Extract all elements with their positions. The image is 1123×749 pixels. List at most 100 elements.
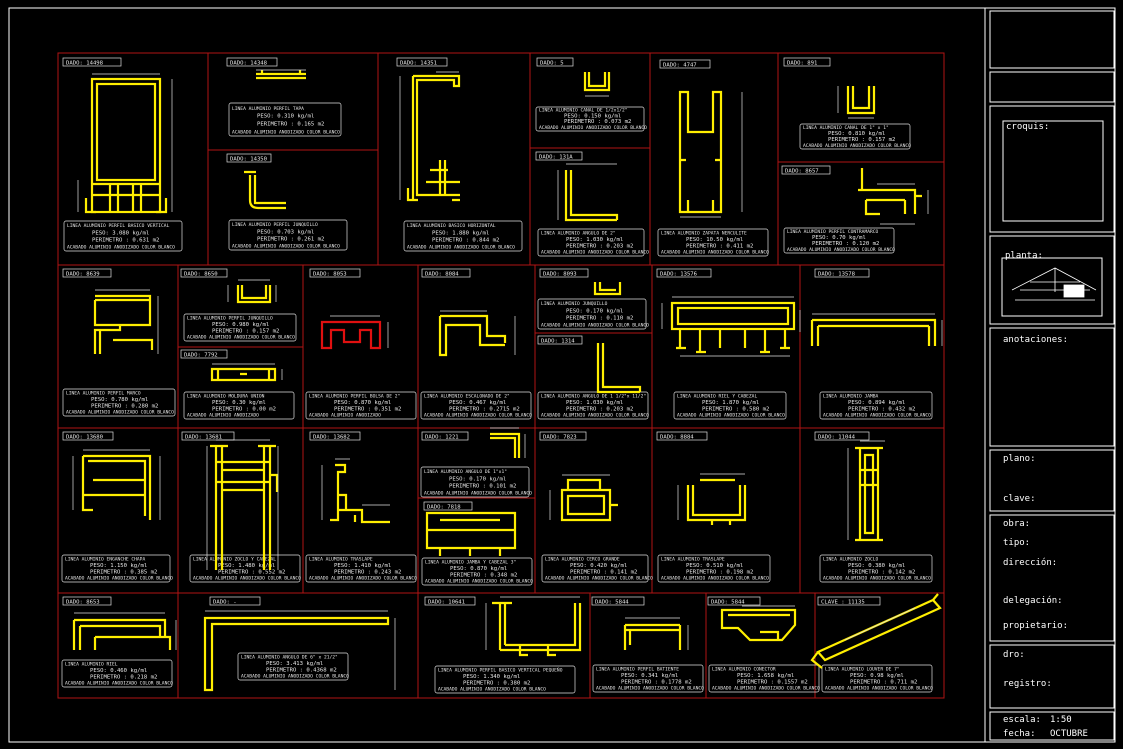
title-cell-croquis [989,105,1115,233]
code-tag: DADO: 8657 [785,169,819,175]
code-tag: DADO: 10641 [428,600,465,606]
profile-4747-zapata [678,90,723,214]
info-line-2: PESO: 0.703 kg/ml [257,229,314,235]
detail-cell-27: DADO: -LINEA ALUMINIO ANGULO DE 6" x 21/… [209,596,349,681]
info-line-3: PERIMETRO : 0.261 m2 [257,236,324,242]
info-line-2: PESO: 1.880 kg/ml [432,230,489,236]
info-line-1: LINEA ALUMINIO ANGULO DE 6" x 21/2" [241,654,338,660]
profile-7823-cerco [560,478,618,522]
info-line-4: ACABADO ALUMINIO ANODIZADO COLOR BLANCO [407,245,515,251]
info-line-3: PERIMETRO : 0.101 m2 [449,483,516,489]
info-box-frame [63,220,183,252]
label-clave: clave: [1003,494,1036,504]
code-tag: DADO: 14498 [66,61,104,67]
info-box-frame [673,391,787,420]
profile-8084-escalonado [438,314,507,357]
info-line-1: LINEA ALUMINIO PERFIL MARCO [66,390,141,396]
title-cell-header [989,71,1115,103]
info-box-frame [541,554,649,583]
info-line-4: ACABADO ALUMINIO ANODIZADO COLOR BLANCO [803,143,911,149]
info-line-1: LINEA ALUMINIO ANGULO DE 1"x1" [424,469,507,475]
info-line-1: LINEA ALUMINIO ZAPATA NERCULITE [661,230,747,236]
info-box-frame [783,227,895,254]
profile-14351-basico-horizontal [406,74,461,202]
code-tag-frame [539,268,589,278]
info-line-2: PESO: 0.98 kg/ml [850,673,904,679]
code-tag: DADO: 7823 [543,435,577,441]
info-box-frame [62,388,176,417]
label-dro: dro: [1003,650,1025,660]
info-line-2: PESO: 1.150 kg/ml [90,563,147,569]
info-line-3: PERIMETRO : 0.243 m2 [334,569,401,575]
profile-5-canal [583,72,611,92]
info-line-3: PERIMETRO : 0.1557 m2 [737,679,808,685]
info-line-3: PERIMETRO : 0.380 m2 [463,680,530,686]
info-line-1: LINEA ALUMINIO ENGANCHE CHAPA [65,556,145,562]
info-line-1: LINEA ALUMINIO PERFIL BASICO VERTICAL PE… [438,666,563,673]
info-line-1: LINEA ALUMINIO CANAL DE 1/2x1/2" [539,108,628,114]
info-line-4: ACABADO ALUMINIO ANODIZADO COLOR BLANCO [541,323,649,329]
info-line-2: PESO: 1.030 kg/ml [566,400,623,406]
info-box-frame [61,659,173,688]
label-registro: registro: [1003,679,1052,689]
profile-angulo-6 [203,616,390,692]
label-tipo: tipo: [1003,538,1030,548]
info-line-2: PESO: 0.810 kg/ml [828,131,885,137]
info-box-frame [821,664,933,693]
profile-1221-angulo [490,432,521,458]
info-line-4: ACABADO ALUMINIO ANODIZADO COLOR BLANCO [787,247,895,253]
info-line-4: ACABADO ALUMINIO ANODIZADO COLOR BLANCO [661,250,769,256]
info-line-3: PERIMETRO : 0.00 m2 [212,406,276,412]
label-anotaciones: anotaciones: [1003,335,1068,345]
label-delegacion: delegación: [1003,595,1063,606]
info-line-1: LINEA ALUMINIO TRASLAPE [309,556,373,562]
info-line-1: LINEA ALUMINIO PERFIL CONTRAMARCO [787,229,879,235]
info-line-1: LINEA ALUMINIO BASICO HORIZONTAL [407,223,496,229]
info-box-frame [657,554,771,583]
code-tag-frame [539,431,587,441]
info-box-frame [537,391,649,420]
info-box-frame [592,664,704,693]
code-tag-frame [396,57,448,67]
info-line-3: PERIMETRO : 0.711 m2 [850,679,917,685]
code-tag: DADO: 13576 [660,272,697,278]
code-tag-frame [781,165,831,175]
info-line-1: LINEA ALUMINIO ESCALONADO DE 2" [424,393,510,399]
value-fecha: OCTUBRE [1050,729,1088,739]
code-tag-frame [180,268,228,278]
info-line-2: PESO: 0.894 kg/ml [848,400,905,406]
info-line-4: ACABADO ALUMINIO ANODIZADO COLOR BLANCO [232,129,340,135]
info-line-4: ACABADO ALUMINIO ANODIZADO COLOR BLANCO [661,576,769,582]
info-box-frame [657,228,769,257]
code-tag: DADO: 8093 [543,272,577,278]
info-box-frame [420,466,530,498]
info-line-1: LINEA ALUMINIO MOLDURA UNION [187,393,265,399]
label-planta: planta: [1005,251,1043,261]
code-tag: DADO: 8884 [660,435,694,441]
code-tag-frame [656,431,708,441]
info-line-4: ACABADO ALUMINIO ANODIZADO COLOR BLANCO [677,413,785,419]
code-tag-frame [535,151,583,161]
code-tag-frame [591,596,645,606]
info-line-2: PESO: 1.480 kg/ml [218,563,275,569]
croquis-frame [1002,120,1104,222]
profile-14348-tapa [256,70,306,80]
info-box-frame [228,219,348,251]
info-line-1: LINEA ALUMINIO ANGULO DE 2" [541,230,616,236]
info-line-2: PESO: 1.340 kg/ml [463,674,520,680]
info-line-2: PESO: 0.30 kg/ml [212,400,266,406]
code-tag: DADO: 8053 [313,272,347,278]
info-line-3: PERIMETRO : 0.157 m2 [828,137,895,143]
info-line-1: LINEA ALUMINIO RIEL Y CABEZAL [677,393,757,399]
info-line-4: ACABADO ALUMINIO ANODIZADO COLOR BLANCO [438,687,546,693]
info-line-4: ACABADO ALUMINIO ANODIZADO COLOR BLANCO [712,686,820,692]
